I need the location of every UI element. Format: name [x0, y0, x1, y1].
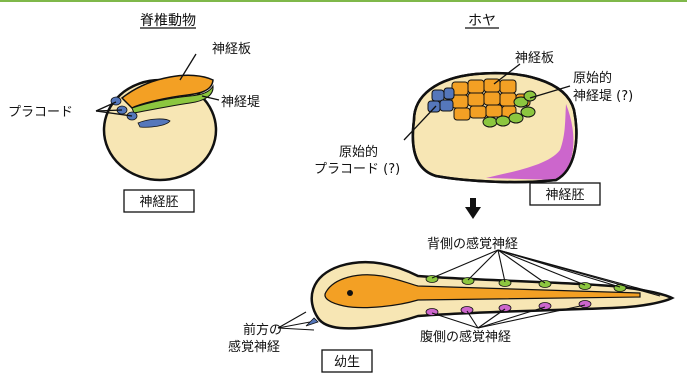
vertebrate-neural-plate-label: 神経板 [212, 42, 251, 57]
dorsal-sensory-label: 背側の感覚神経 [427, 236, 518, 252]
vertebrate-neurula-label: 神経胚 [139, 195, 178, 210]
vertebrate-neurula: 脊椎動物 神経板 神経堤 プラコード 神経胚 [8, 13, 260, 212]
anterior-sensory-label-line1: 前方の [243, 322, 282, 338]
anterior-sensory-label-line2: 感覚神経 [228, 339, 280, 355]
vertebrate-neural-crest-label: 神経堤 [221, 95, 260, 110]
proto-placode-label-line1: 原始的 [339, 144, 378, 160]
larva-label: 幼生 [334, 355, 360, 370]
placode-label: プラコード [8, 105, 73, 120]
larva: 背側の感覚神経 腹側の感覚神経 前方の 感覚神経 幼生 [228, 236, 672, 372]
ascidian-neural-plate-label: 神経板 [515, 51, 554, 66]
ascidian-neurula-label: 神経胚 [545, 188, 584, 203]
larva-eyespot [347, 290, 353, 296]
ventral-sensory-label: 腹側の感覚神経 [420, 329, 511, 345]
ascidian-title: ホヤ [468, 13, 496, 29]
development-arrow [465, 198, 481, 219]
proto-crest-label-line1: 原始的 [573, 70, 612, 86]
ascidian-neurula: ホヤ 神経板 原始的 神経堤 (?) 原始的 プラコード (?) 神経胚 [314, 13, 633, 205]
proto-placode-label-line2: プラコード (?) [314, 162, 400, 177]
vertebrate-title: 脊椎動物 [140, 13, 196, 29]
anterior-leader-lines [278, 312, 314, 330]
proto-crest-label-line2: 神経堤 (?) [573, 89, 633, 104]
